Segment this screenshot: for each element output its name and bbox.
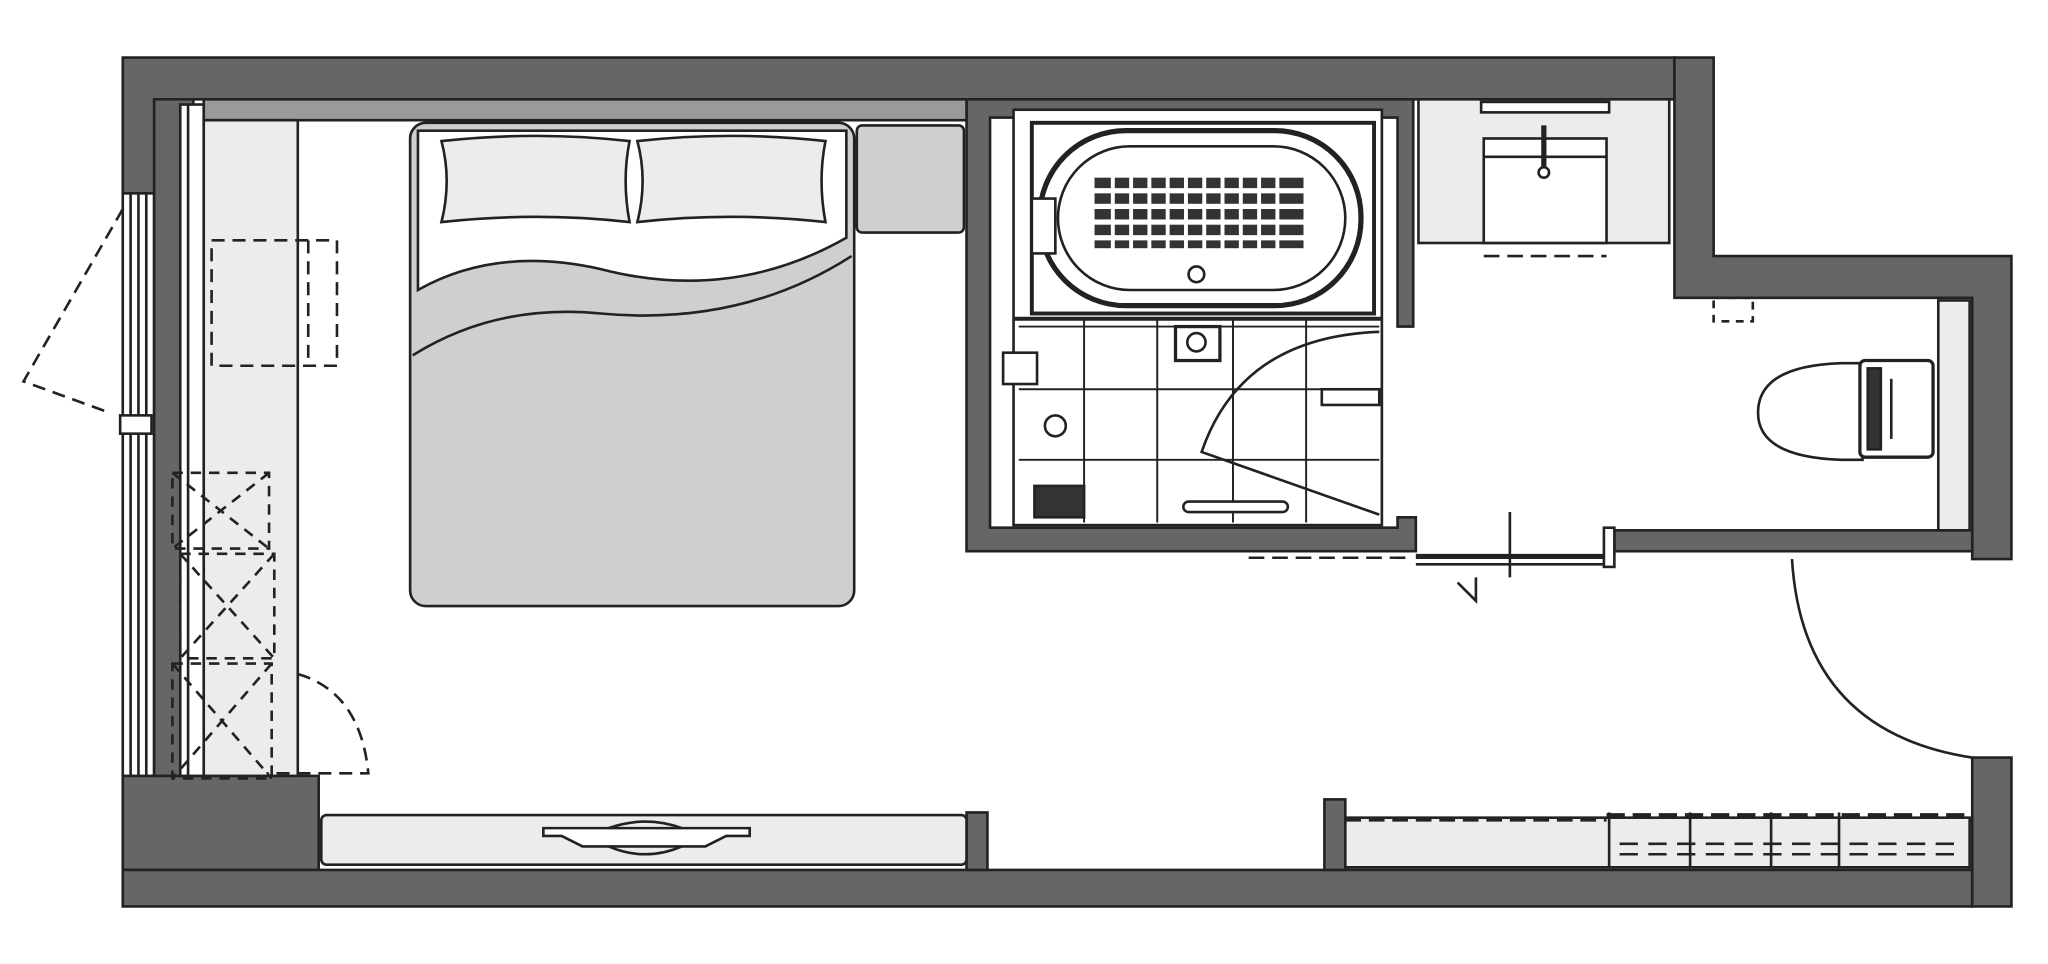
washroom [1417, 97, 1755, 323]
cabinet-door-swing [266, 672, 370, 775]
wall-stub-right [1323, 798, 1347, 872]
wall-left-lower [121, 774, 320, 872]
shower-drain [1173, 324, 1222, 363]
storage-boxes [171, 471, 276, 780]
wardrobe [1344, 812, 1971, 869]
shower-valve [1043, 414, 1068, 438]
wall-right-lower [1970, 756, 2013, 908]
bed [408, 121, 856, 608]
closet [1607, 812, 1960, 868]
shower-floor [1018, 318, 1380, 523]
tv [542, 826, 752, 848]
tub-drain [1187, 265, 1206, 284]
tub-faucet [1030, 197, 1057, 255]
doors [1248, 512, 1973, 759]
entry-door-swing[interactable] [1790, 558, 1973, 759]
wall-toilet-bottom [1613, 529, 1974, 553]
wall-stub-left [965, 811, 989, 872]
nightstand [855, 124, 966, 234]
bed-blanket-fold [412, 254, 853, 357]
wall-bath [965, 98, 1418, 553]
bathroom [1001, 108, 1384, 527]
shower-door-swing [1199, 330, 1380, 516]
tub-mat [1094, 177, 1304, 249]
pillow [439, 134, 828, 224]
desk-chair [210, 239, 339, 368]
desk [171, 118, 370, 780]
tub-mat-gaps [1110, 172, 1280, 251]
wall-bottom [121, 868, 1974, 908]
window [21, 192, 156, 778]
tv-console [319, 813, 968, 866]
toilet [1756, 299, 1971, 532]
shower-stool [1033, 484, 1086, 519]
window-swing-line [21, 208, 124, 415]
walls [121, 56, 2013, 908]
wall-right-notch [1673, 56, 2013, 561]
